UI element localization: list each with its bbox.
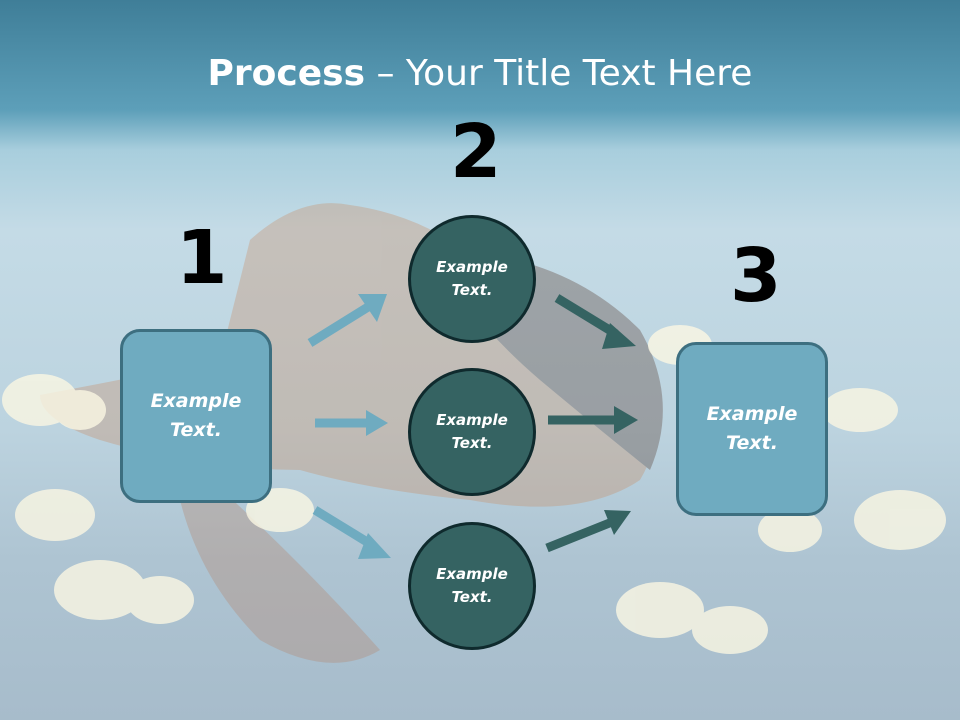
- arrowhead-up-left: [358, 294, 387, 322]
- step-number-1: 1: [176, 215, 228, 301]
- circle-3-line1: Example: [436, 565, 508, 583]
- arrow-down-right: [545, 517, 614, 553]
- arrow-up-left: [307, 303, 371, 347]
- step-box-1-line1: Example: [150, 390, 242, 412]
- step-box-3-line1: Example: [706, 403, 798, 425]
- circle-2-line1: Example: [436, 411, 508, 429]
- arrow-up-right: [554, 294, 619, 338]
- title-bold: Process: [207, 53, 366, 94]
- arrowhead-middle-left: [366, 410, 388, 436]
- title-rest: – Your Title Text Here: [365, 53, 753, 94]
- step-number-3: 3: [730, 233, 782, 319]
- arrowhead-down-left: [358, 533, 391, 559]
- right-arrows: [545, 294, 619, 553]
- circle-3-line2: Text.: [451, 588, 493, 606]
- step-box-1-line2: Text.: [170, 419, 222, 441]
- arrowhead-up-right: [602, 323, 636, 349]
- arrow-down-left: [312, 506, 375, 549]
- left-arrows: [307, 303, 375, 549]
- circle-1-line2: Text.: [451, 281, 493, 299]
- circle-2-line2: Text.: [451, 434, 493, 452]
- circle-1-line1: Example: [436, 258, 508, 276]
- step-box-3-line2: Text.: [726, 432, 778, 454]
- step-number-2: 2: [450, 109, 502, 195]
- arrowhead-down-right: [604, 510, 631, 535]
- arrowhead-middle-right: [614, 406, 638, 434]
- slide-title: Process – Your Title Text Here: [0, 52, 960, 96]
